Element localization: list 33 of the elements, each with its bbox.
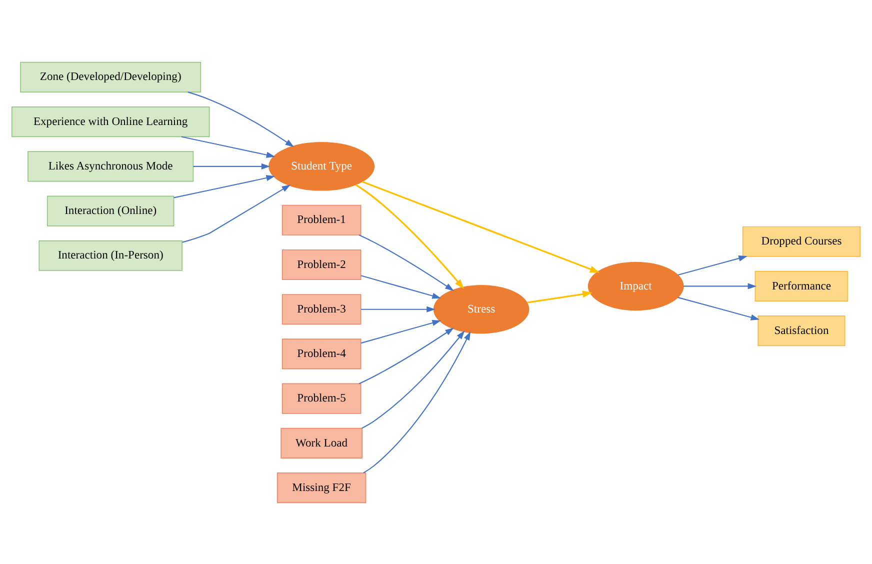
node-box: Likes Asynchronous Mode [28, 150, 194, 182]
node-box: Problem-5 [282, 382, 362, 414]
node-box: Missing F2F [276, 472, 366, 503]
node-box: Interaction (In-Person) [38, 240, 182, 270]
node-box: Problem-2 [282, 248, 362, 280]
node-box: Problem-3 [282, 294, 362, 324]
node-box: Performance [754, 270, 848, 301]
node-box: Problem-1 [282, 204, 362, 235]
arrow [360, 319, 442, 344]
arrow [678, 254, 748, 276]
arrow [358, 327, 454, 384]
arrow [181, 136, 276, 158]
node-box: Dropped Courses [742, 226, 861, 256]
node-box: Interaction (Online) [46, 195, 174, 226]
arrow [683, 282, 757, 289]
arrow [360, 274, 442, 298]
arrow [363, 330, 471, 473]
node-box: Work Load [280, 427, 362, 458]
node-box: Experience with Online Learning [11, 106, 210, 137]
arrow [361, 306, 436, 312]
arrow [362, 180, 600, 272]
arrow [174, 174, 276, 198]
arrow [188, 91, 294, 147]
arrow [678, 296, 760, 320]
arrow [527, 290, 592, 303]
node-box: Satisfaction [758, 315, 846, 346]
arrow [362, 330, 465, 428]
arrow [355, 184, 464, 289]
arrow [193, 162, 270, 169]
arrow [182, 184, 291, 242]
node-box: Zone (Developed/Developing) [20, 61, 202, 92]
node-box: Problem-4 [282, 338, 362, 369]
arrow [358, 234, 454, 290]
